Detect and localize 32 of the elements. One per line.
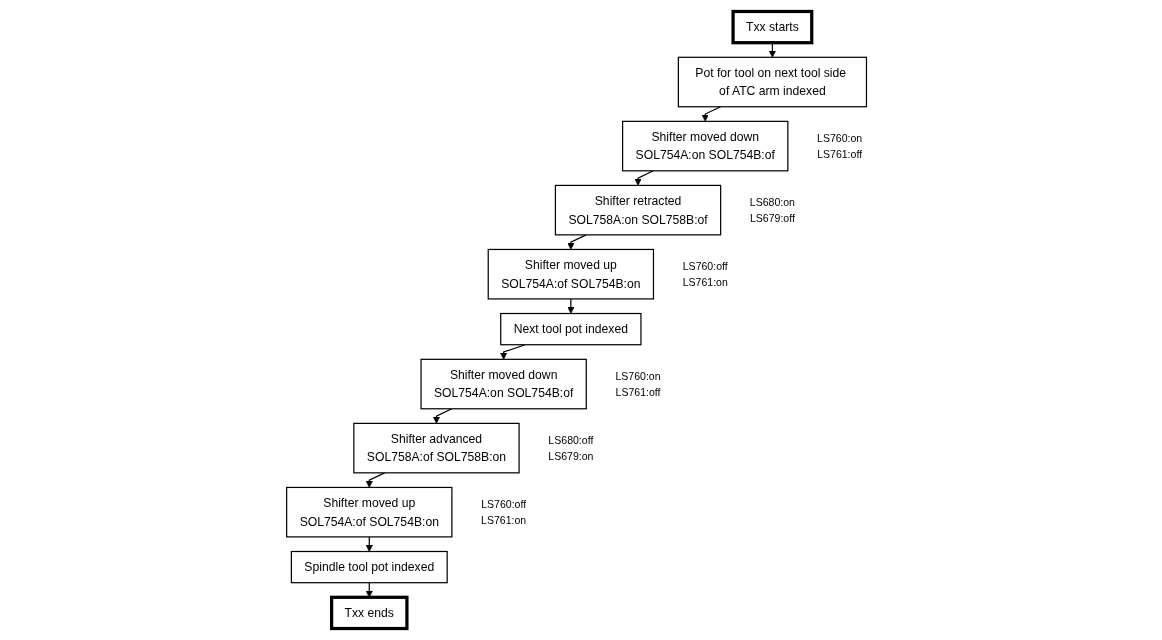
node-box: Shifter retracted SOL758A:on SOL758B:of — [554, 184, 722, 236]
arrow — [365, 472, 386, 488]
arrow — [567, 298, 575, 314]
arrow — [365, 536, 373, 552]
node-label: LS679:on — [548, 449, 594, 462]
node-label: LS761:on — [682, 275, 728, 288]
node-box: Spindle tool pot indexed — [290, 550, 448, 584]
node-label: LS761:off — [615, 385, 661, 398]
node-label: LS761:on — [481, 513, 527, 526]
arrow — [701, 106, 722, 122]
node-box: Shifter advanced SOL758A:of SOL758B:on — [353, 422, 520, 474]
arrow — [433, 408, 453, 424]
node-label: LS680:on — [749, 195, 796, 209]
node-label: LS760:off — [682, 260, 728, 273]
node-label: LS760:off — [481, 497, 527, 511]
node-box: Shifter moved down SOL754A:on SOL754B:of — [622, 120, 789, 172]
node-box: Pot for tool on next tool side of ATC arm indexed — [677, 56, 868, 108]
arrow — [365, 582, 373, 598]
node-box: Txx ends — [330, 595, 409, 631]
node-label: LS680:off — [548, 433, 594, 447]
node-label: LS760:on — [615, 369, 661, 383]
node-box: Shifter moved down SOL754A:on SOL754B:of — [420, 358, 587, 410]
arrow — [500, 344, 526, 360]
node-label: LS679:off — [750, 211, 795, 224]
node-label: LS760:on — [817, 131, 863, 145]
arrow — [634, 170, 655, 186]
node-box: Txx starts — [731, 9, 814, 45]
node-box: Next tool pot indexed — [500, 312, 642, 346]
node-box: Shifter moved up SOL754A:of SOL754B:on — [487, 248, 655, 300]
node-label: LS761:off — [817, 147, 863, 160]
arrow — [768, 42, 777, 58]
node-box: Shifter moved up SOL754A:of SOL754B:on — [286, 486, 453, 538]
